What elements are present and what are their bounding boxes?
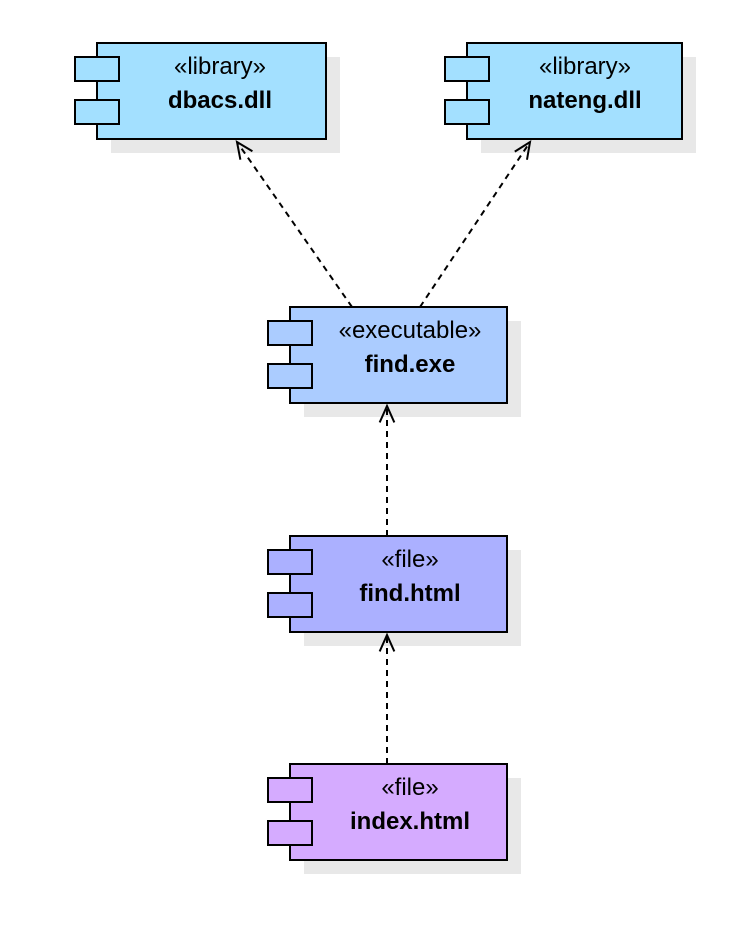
dependency-line xyxy=(236,141,353,308)
arrowhead-icon xyxy=(378,403,396,423)
component-nateng: «library» nateng.dll xyxy=(444,42,683,140)
component-icon xyxy=(444,56,490,82)
dependency-arrow xyxy=(378,632,396,764)
component-stereotype: «executable» xyxy=(339,317,482,344)
component-body xyxy=(96,42,327,140)
arrowhead-icon xyxy=(514,139,532,160)
component-stereotype: «file» xyxy=(381,774,438,801)
component-icon xyxy=(444,99,490,125)
component-body xyxy=(289,535,508,633)
dependency-layer xyxy=(235,139,532,764)
component-stereotype: «library» xyxy=(174,53,266,80)
component-stereotype: «library» xyxy=(539,53,631,80)
arrowhead-icon xyxy=(378,632,396,652)
component-name: index.html xyxy=(350,808,470,835)
component-icon xyxy=(267,363,313,389)
arrowhead-icon xyxy=(235,139,253,160)
dependency-line xyxy=(419,141,531,308)
component-name: find.html xyxy=(359,580,460,607)
component-icon xyxy=(267,820,313,846)
dependency-arrow xyxy=(419,139,532,308)
component-icon xyxy=(267,549,313,575)
component-icon xyxy=(267,592,313,618)
component-find-html: «file» find.html xyxy=(267,535,508,633)
component-icon xyxy=(267,320,313,346)
dependency-arrow xyxy=(235,139,353,308)
component-body xyxy=(466,42,683,140)
component-name: nateng.dll xyxy=(528,87,641,114)
component-name: dbacs.dll xyxy=(168,87,272,114)
dependency-arrow xyxy=(378,403,396,536)
component-find-exe: «executable» find.exe xyxy=(267,306,508,404)
component-icon xyxy=(74,99,120,125)
component-dbacs: «library» dbacs.dll xyxy=(74,42,327,140)
component-body xyxy=(289,763,508,861)
component-icon xyxy=(267,777,313,803)
component-name: find.exe xyxy=(365,351,456,378)
component-index-html: «file» index.html xyxy=(267,763,508,861)
components-layer: «library» dbacs.dll «library» nateng.dll… xyxy=(74,42,683,861)
component-icon xyxy=(74,56,120,82)
shadows-layer xyxy=(111,57,696,874)
component-stereotype: «file» xyxy=(381,546,438,573)
component-body xyxy=(289,306,508,404)
